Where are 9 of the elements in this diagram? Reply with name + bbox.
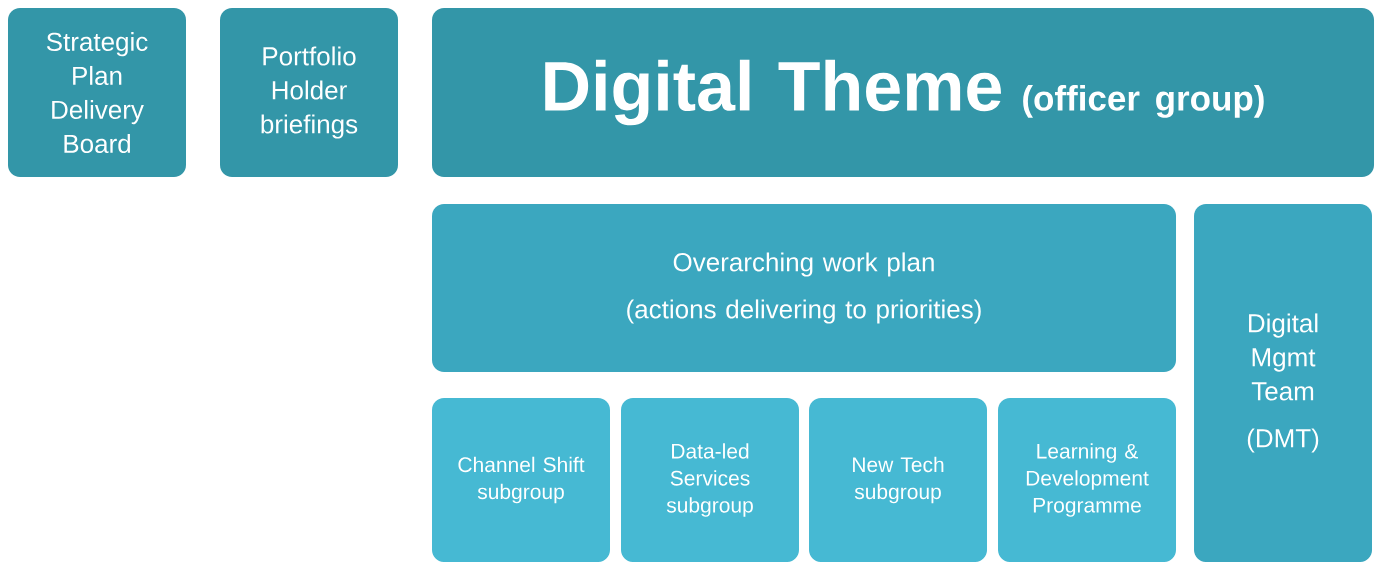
- subgroup-box: Data-led Services subgroup: [621, 398, 799, 562]
- subgroup-box: Learning & Development Programme: [998, 398, 1176, 562]
- board-box: Strategic Plan Delivery Board: [8, 8, 186, 177]
- subgroup-box: Channel Shift subgroup: [432, 398, 610, 562]
- subgroup-box: New Tech subgroup: [809, 398, 987, 562]
- briefings-box: Portfolio Holder briefings: [220, 8, 398, 177]
- workplan-box: Overarching work plan (actions delivering to priorities): [432, 204, 1176, 372]
- team-box: Digital Mgmt Team (DMT): [1194, 204, 1372, 562]
- theme-banner: Digital Theme (officer group): [432, 8, 1374, 177]
